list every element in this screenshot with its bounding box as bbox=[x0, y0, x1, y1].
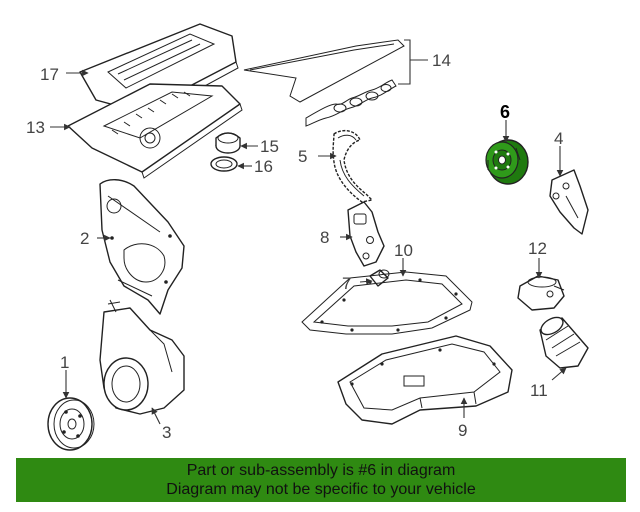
part-10-oil-pan-gasket[interactable] bbox=[301, 271, 473, 335]
callout-12: 12 bbox=[528, 239, 547, 258]
part-11-oil-filter[interactable] bbox=[538, 314, 589, 369]
callout-9: 9 bbox=[458, 421, 467, 440]
callout-8: 8 bbox=[320, 228, 329, 247]
callout-3: 3 bbox=[162, 423, 171, 442]
part-9-oil-pan[interactable] bbox=[337, 335, 513, 425]
part-2-timing-cover[interactable] bbox=[99, 179, 185, 315]
callout-15: 15 bbox=[260, 137, 279, 156]
part-12-filter-housing[interactable] bbox=[517, 275, 565, 311]
callout-4: 4 bbox=[554, 129, 563, 148]
callout-16: 16 bbox=[254, 157, 273, 176]
parts-diagram: 17 13 15 16 14 5 8 7 10 2 3 1 6 4 12 11 … bbox=[26, 23, 589, 451]
part-6-highlighted-damper[interactable] bbox=[485, 139, 529, 185]
callout-5: 5 bbox=[298, 147, 307, 166]
callout-2: 2 bbox=[80, 229, 89, 248]
callout-7: 7 bbox=[342, 274, 351, 293]
callout-14: 14 bbox=[432, 51, 451, 70]
callout-13: 13 bbox=[26, 118, 45, 137]
part-8-chain-tensioner[interactable] bbox=[347, 201, 385, 267]
banner-line-1: Part or sub-assembly is #6 in diagram bbox=[186, 462, 456, 479]
part-16-cap-seal[interactable] bbox=[210, 156, 238, 172]
part-13-valve-cover[interactable] bbox=[67, 83, 243, 179]
callout-6-highlighted: 6 bbox=[500, 102, 510, 122]
part-15-oil-filler-cap[interactable] bbox=[215, 132, 241, 154]
part-14-valve-cover-gasket[interactable] bbox=[243, 39, 405, 127]
callout-numbers: 17 13 15 16 14 5 8 7 10 2 3 1 6 4 12 11 … bbox=[26, 51, 563, 442]
part-4-bracket[interactable] bbox=[549, 169, 589, 235]
callout-10: 10 bbox=[394, 241, 413, 260]
callout-1: 1 bbox=[60, 353, 69, 372]
leader-lines bbox=[50, 39, 567, 425]
info-banner: Part or sub-assembly is #6 in diagram Di… bbox=[16, 458, 626, 502]
part-1-crank-pulley[interactable] bbox=[47, 397, 95, 451]
callout-11: 11 bbox=[530, 381, 548, 400]
banner-line-2: Diagram may not be specific to your vehi… bbox=[166, 481, 476, 498]
part-3-lower-cover[interactable] bbox=[99, 299, 185, 415]
callout-17: 17 bbox=[40, 65, 59, 84]
part-5-timing-chain[interactable] bbox=[332, 129, 374, 203]
